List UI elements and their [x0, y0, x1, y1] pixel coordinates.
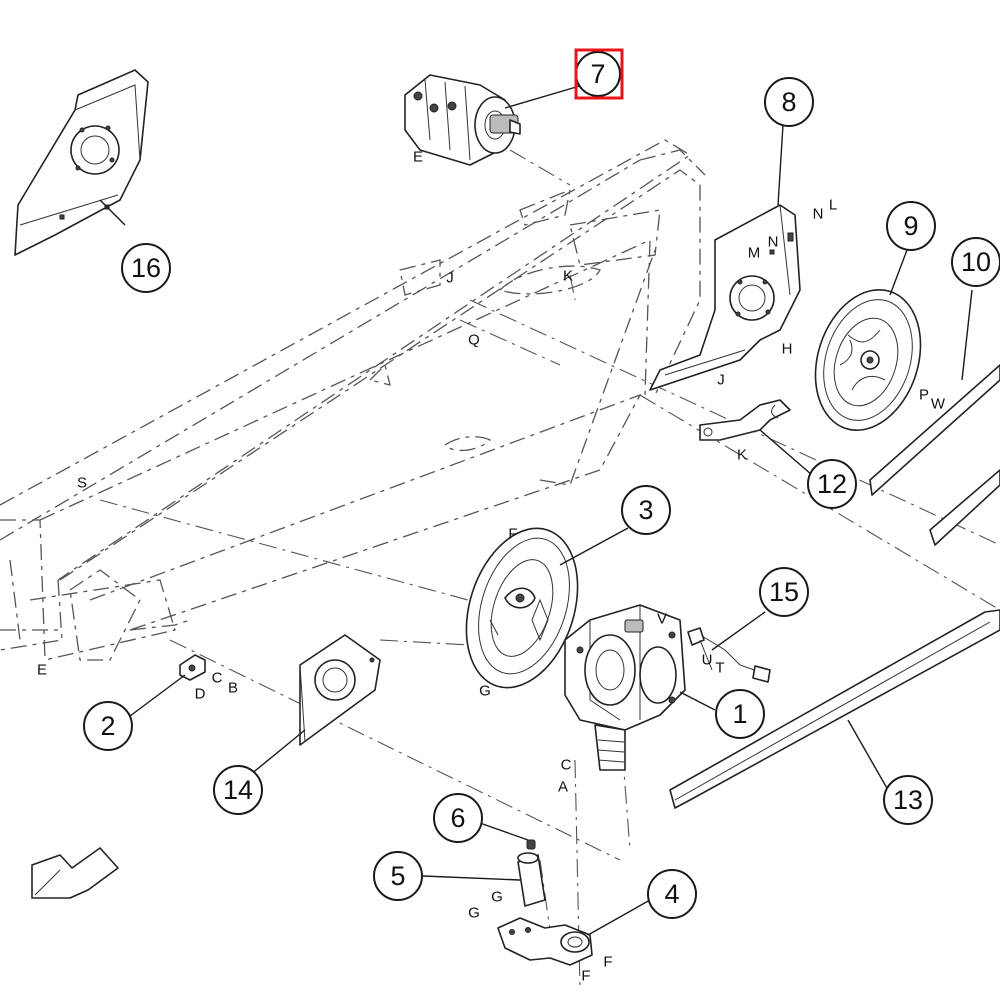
letter-k-top: K — [563, 268, 573, 285]
svg-text:15: 15 — [769, 577, 799, 607]
callout-3[interactable]: 3 — [621, 485, 671, 535]
letter-g-pulley: G — [479, 683, 491, 700]
letter-p: P — [919, 387, 929, 404]
letter-j-top: J — [446, 270, 454, 287]
callout-5[interactable]: 5 — [373, 851, 423, 901]
svg-text:9: 9 — [903, 211, 918, 241]
letter-f-clamp2: F — [581, 968, 590, 985]
letter-w: W — [931, 396, 946, 413]
letter-l: L — [829, 197, 837, 214]
letter-c-gear: C — [561, 757, 572, 774]
svg-text:7: 7 — [590, 59, 605, 89]
part-13-rail — [669, 609, 1000, 809]
callout-15[interactable]: 15 — [759, 567, 809, 617]
part-6-fitting — [526, 839, 536, 850]
letter-u: U — [702, 652, 713, 669]
leader-lines — [99, 84, 973, 936]
part-4-clamp — [497, 917, 593, 966]
svg-text:10: 10 — [961, 247, 991, 277]
callout-8[interactable]: 8 — [764, 77, 814, 127]
letter-b: B — [228, 680, 238, 697]
svg-text:14: 14 — [223, 775, 253, 805]
callout-12[interactable]: 12 — [807, 459, 857, 509]
callout-2[interactable]: 2 — [83, 701, 133, 751]
part-1-gearbox — [564, 604, 686, 771]
part-5-sleeve — [517, 852, 546, 907]
letter-q: Q — [468, 332, 480, 349]
svg-text:12: 12 — [817, 469, 847, 499]
callout-7[interactable]: 7 — [574, 48, 624, 100]
letter-v: V — [657, 611, 667, 628]
letter-e-top: E — [413, 149, 423, 166]
letter-s: S — [77, 475, 87, 492]
svg-text:5: 5 — [390, 861, 405, 891]
letter-g-clamp: G — [468, 905, 480, 922]
part-15-sensor — [687, 627, 771, 683]
frame-phantom — [0, 139, 706, 661]
letter-m: M — [748, 245, 761, 262]
letter-f-pulley: F — [508, 526, 517, 543]
callout-14[interactable]: 14 — [213, 765, 263, 815]
callout-10[interactable]: 10 — [951, 237, 1000, 287]
letter-c-link: C — [212, 670, 223, 687]
part-10-belt — [869, 364, 1000, 546]
letter-t: T — [715, 660, 724, 677]
part-8-bearing-plate — [649, 204, 801, 391]
callout-16[interactable]: 16 — [121, 243, 171, 293]
letter-a: A — [558, 779, 568, 796]
part-16-side-shield — [14, 69, 149, 256]
svg-text:8: 8 — [781, 87, 796, 117]
svg-text:6: 6 — [450, 803, 465, 833]
svg-text:16: 16 — [131, 253, 161, 283]
letter-n-plate: N — [768, 234, 779, 251]
callout-1[interactable]: 1 — [715, 689, 765, 739]
reference-letters: E J K Q M N N L H J K P W S E C B D F G … — [37, 149, 946, 985]
callout-6[interactable]: 6 — [433, 793, 483, 843]
part-7-hydraulic-motor — [404, 74, 521, 166]
letter-f-clamp1: F — [603, 954, 612, 971]
svg-text:2: 2 — [100, 711, 115, 741]
svg-text:1: 1 — [732, 699, 747, 729]
letter-n-right: N — [813, 206, 824, 223]
callout-13[interactable]: 13 — [883, 775, 933, 825]
svg-text:4: 4 — [664, 879, 679, 909]
letter-g-pin: G — [491, 889, 503, 906]
letter-d: D — [195, 686, 206, 703]
part-12-bracket — [699, 399, 791, 441]
part-3-drive-pulley — [465, 527, 579, 689]
part-2-link — [179, 654, 206, 681]
svg-text:3: 3 — [638, 495, 653, 525]
svg-text:13: 13 — [893, 785, 923, 815]
part-14-shield-plate — [299, 634, 381, 746]
letter-k-bracket: K — [737, 447, 747, 464]
callout-4[interactable]: 4 — [647, 869, 697, 919]
part-9-driven-pulley — [814, 289, 922, 431]
callout-7-highlight-box — [574, 48, 624, 100]
letter-h: H — [782, 341, 793, 358]
letter-e-left: E — [37, 662, 47, 679]
callout-9[interactable]: 9 — [886, 201, 936, 251]
letter-j-plate: J — [717, 372, 725, 389]
front-direction-arrow-icon — [31, 847, 119, 899]
